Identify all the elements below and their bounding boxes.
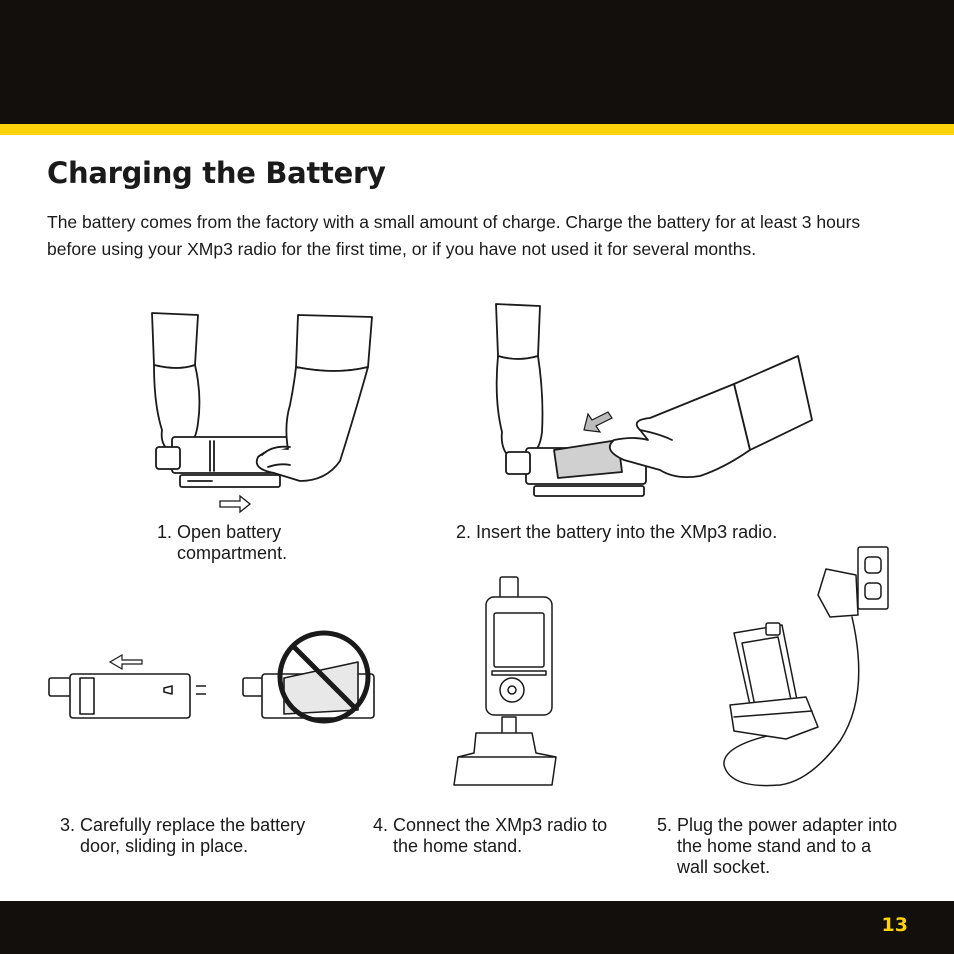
- footer-band: [0, 901, 954, 954]
- step-number: 1.: [157, 522, 173, 542]
- step-text: Open battery compartment.: [177, 522, 288, 563]
- step-4-caption: 4. Connect the XMp3 radio to the home st…: [373, 815, 633, 857]
- open-compartment-illustration: [140, 305, 380, 515]
- page-number: 13: [881, 914, 908, 936]
- step-text: Insert the battery into the XMp3 radio.: [476, 522, 778, 542]
- step-text: Plug the power adapter into the home sta…: [677, 815, 898, 877]
- insert-battery-illustration: [490, 300, 820, 500]
- step-number: 3.: [60, 815, 76, 835]
- connect-stand-illustration: [452, 575, 562, 795]
- step-number: 5.: [657, 815, 673, 835]
- page-title: Charging the Battery: [47, 156, 386, 190]
- header-band: [0, 0, 954, 124]
- prohibited-sign-icon: [280, 633, 368, 721]
- step-number: 4.: [373, 815, 389, 835]
- replace-door-illustration: [46, 630, 376, 730]
- step-5-caption: 5. Plug the power adapter into the home …: [657, 815, 917, 878]
- accent-strip: [0, 124, 954, 135]
- step-text: Carefully replace the battery door, slid…: [80, 815, 306, 856]
- step-2-caption: 2. Insert the battery into the XMp3 radi…: [456, 522, 876, 543]
- intro-paragraph: The battery comes from the factory with …: [47, 212, 861, 259]
- step-3-caption: 3. Carefully replace the battery door, s…: [60, 815, 360, 857]
- plug-adapter-illustration: [720, 545, 900, 797]
- step-number: 2.: [456, 522, 472, 542]
- step-1-caption: 1. Open battery compartment.: [157, 522, 377, 564]
- step-text: Connect the XMp3 radio to the home stand…: [393, 815, 608, 856]
